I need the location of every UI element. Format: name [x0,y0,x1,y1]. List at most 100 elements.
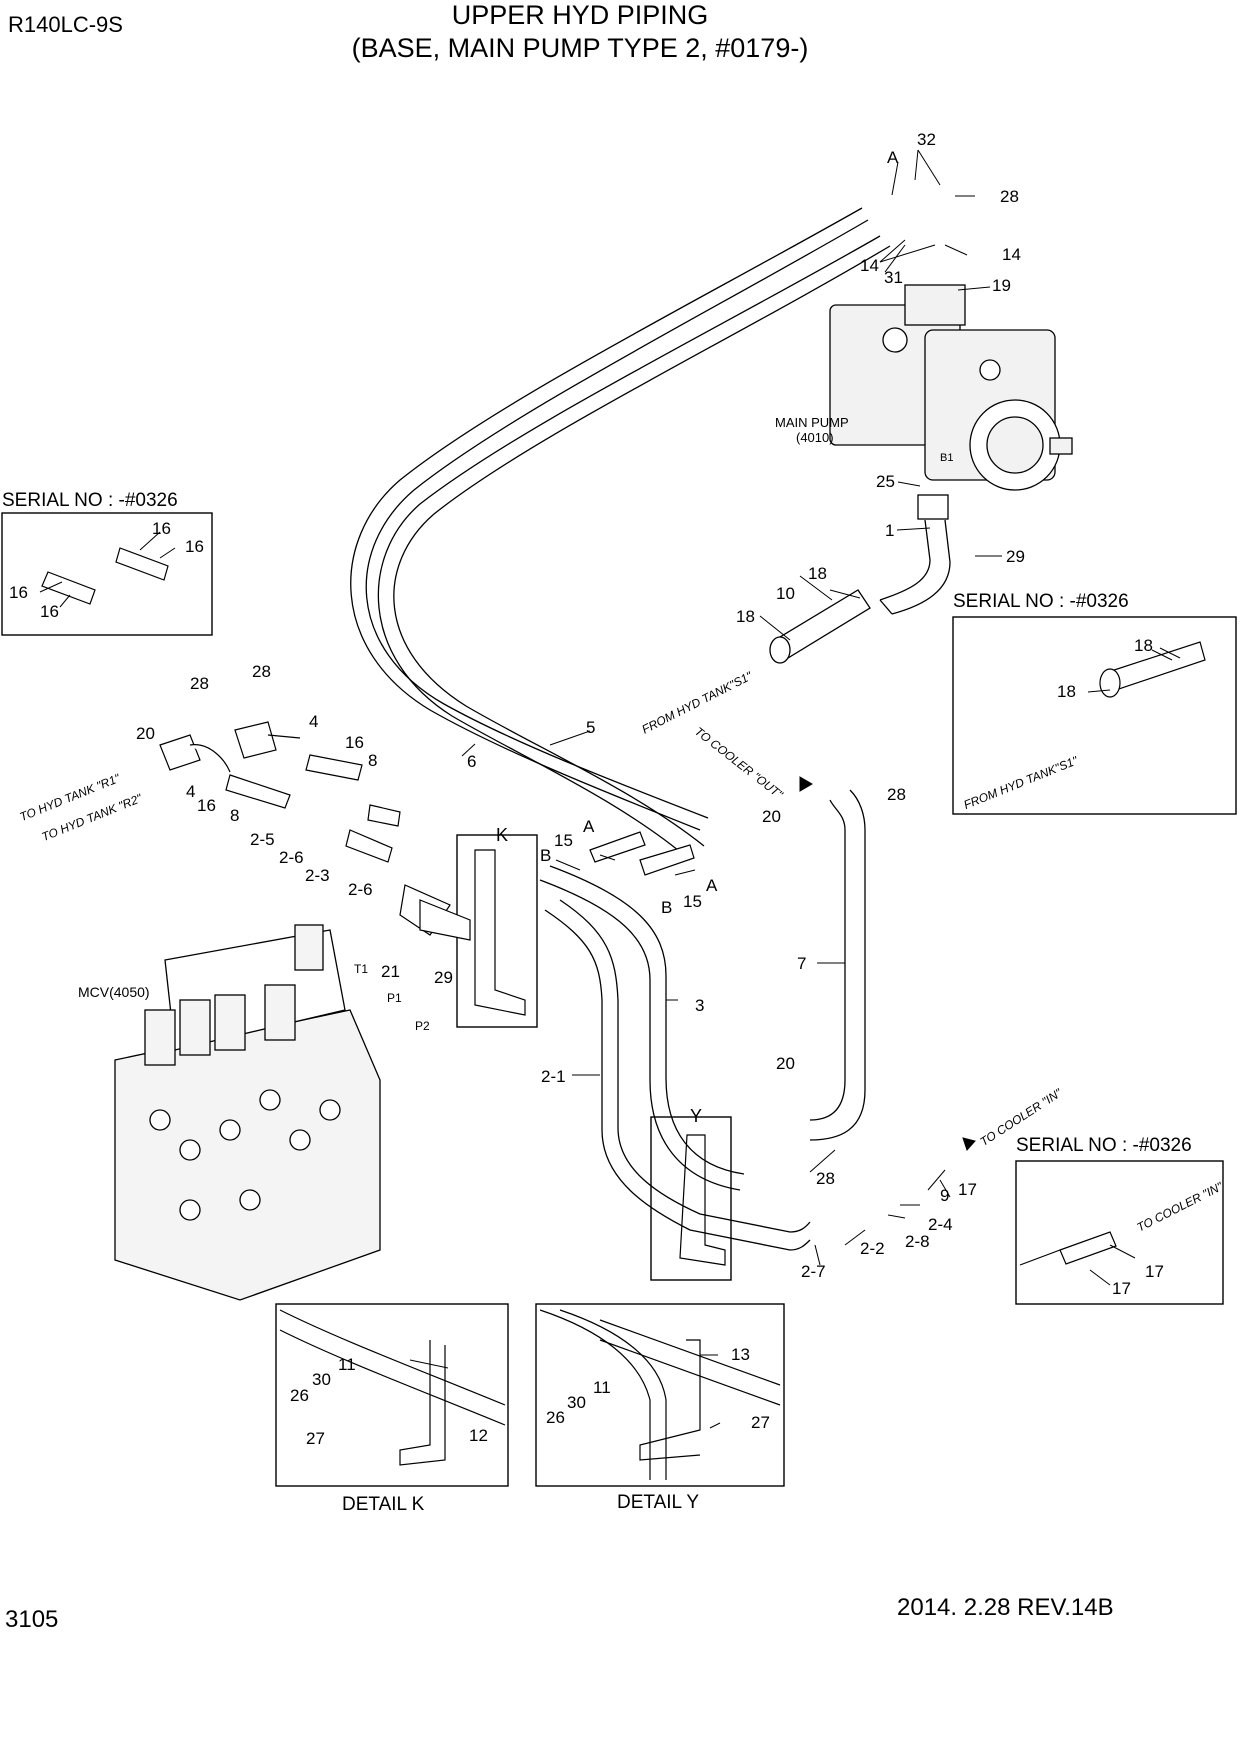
detail-k-marker: K [496,825,509,845]
callout-10: 10 [776,584,795,603]
brackets [279,849,781,1480]
fittings-row [159,721,695,941]
port-p1-label: P1 [387,991,402,1005]
callout-26-k: 26 [290,1386,309,1405]
callout-20-left: 20 [136,724,155,743]
model-code: R140LC-9S [8,12,123,37]
callout-13: 13 [731,1345,750,1364]
main-pump-code: (4010) [796,430,834,445]
callout-31: 31 [884,268,903,287]
callout-16-upper: 16 [345,733,364,752]
pipe-3 [539,865,745,1191]
detail-y-marker: Y [690,1106,703,1126]
page-number: 3105 [5,1606,59,1633]
callout-1: 1 [885,521,895,540]
callout-16-box-a: 16 [152,519,171,538]
callout-27-y: 27 [751,1413,770,1432]
callout-14-right: 14 [1002,245,1021,264]
hose-10 [769,589,871,664]
callout-16-box-c: 16 [9,583,28,602]
callout-21: 21 [381,962,400,981]
flow-arrows [799,776,976,1151]
callout-27-k: 27 [306,1429,325,1448]
serial-box-left [1,512,213,636]
callout-29-pump: 29 [1006,547,1025,566]
callout-a-pump: A [887,148,899,167]
callout-16-box-d: 16 [40,602,59,621]
callout-4-lower: 4 [186,782,196,801]
callout-12: 12 [469,1426,488,1445]
callout-28-mcv-b: 28 [252,662,271,681]
callout-2-4: 2-4 [928,1215,953,1234]
callout-30-y: 30 [567,1393,586,1412]
hose-7 [809,789,866,1141]
detail-y-box [535,1303,785,1487]
callout-18-box-b: 18 [1057,682,1076,701]
callout-2-2: 2-2 [860,1239,885,1258]
pipe-2-1 [544,899,811,1251]
callout-14-left: 14 [860,256,879,275]
callout-a-mid: A [583,817,595,836]
callout-2-7: 2-7 [801,1262,826,1281]
port-p2-label: P2 [415,1019,430,1033]
callout-11-y: 11 [593,1378,611,1397]
callout-b-mid: B [540,846,552,865]
drawing-title: UPPER HYD PIPING [451,0,709,30]
callout-20-cooler-in: 20 [776,1054,795,1073]
serial-label-right-top: SERIAL NO : -#0326 [953,591,1129,612]
callout-2-8: 2-8 [905,1232,930,1251]
detail-k-box [275,1303,509,1487]
drawing-subtitle: (BASE, MAIN PUMP TYPE 2, #0179-) [351,33,809,63]
detail-y-caption: DETAIL Y [617,1492,700,1513]
callout-a-right: A [706,876,718,895]
main-pump-label: MAIN PUMP [775,415,849,430]
callout-15-right: 15 [683,892,702,911]
revision-date: 2014. 2.28 REV.14B [897,1594,1114,1621]
callout-6: 6 [467,752,477,771]
callout-28-cooler-in: 28 [816,1169,835,1188]
callout-8-upper: 8 [368,751,378,770]
callout-17-box-b: 17 [1112,1279,1131,1298]
callout-8-lower: 8 [230,806,240,825]
callout-29-mcv: 29 [434,968,453,987]
mcv-block [114,924,381,1301]
detail-y-frame [650,1116,732,1281]
callout-2-6-upper: 2-6 [279,848,304,867]
callout-18-upper: 18 [808,564,827,583]
callout-17-right: 17 [958,1180,977,1199]
mcv-label: MCV(4050) [78,984,150,1000]
callout-11-k: 11 [338,1355,356,1374]
callout-18-box-a: 18 [1134,636,1153,655]
callout-7: 7 [797,954,807,973]
callout-15-mid: 15 [554,831,573,850]
serial-box-right-top [952,616,1237,815]
callout-2-3: 2-3 [305,866,330,885]
serial-label-left: SERIAL NO : -#0326 [2,490,178,511]
callout-2-1: 2-1 [541,1067,566,1086]
serial-box-right-bottom [1015,1160,1224,1305]
callout-32: 32 [917,130,936,149]
callout-17-box-a: 17 [1145,1262,1164,1281]
callout-28-cooler-out: 28 [887,785,906,804]
callout-2-6-lower: 2-6 [348,880,373,899]
callout-20-cooler-out: 20 [762,807,781,826]
callout-28-mcv-a: 28 [190,674,209,693]
callout-4-upper: 4 [309,712,319,731]
callout-26-y: 26 [546,1408,565,1427]
port-b1-label: B1 [940,452,954,464]
port-t1-label: T1 [354,962,369,976]
suction-pipe-1 [879,494,951,615]
hose-5-6 [350,207,891,861]
callout-b-right: B [661,898,673,917]
detail-k-caption: DETAIL K [342,1494,425,1515]
callout-5: 5 [586,718,596,737]
callout-25: 25 [876,472,895,491]
callout-16-box-b: 16 [185,537,204,556]
callout-18-lower: 18 [736,607,755,626]
callout-16-lower: 16 [197,796,216,815]
callout-2-5: 2-5 [250,830,275,849]
main-pump [829,284,1073,491]
callout-19: 19 [992,276,1011,295]
callout-3: 3 [695,996,705,1015]
